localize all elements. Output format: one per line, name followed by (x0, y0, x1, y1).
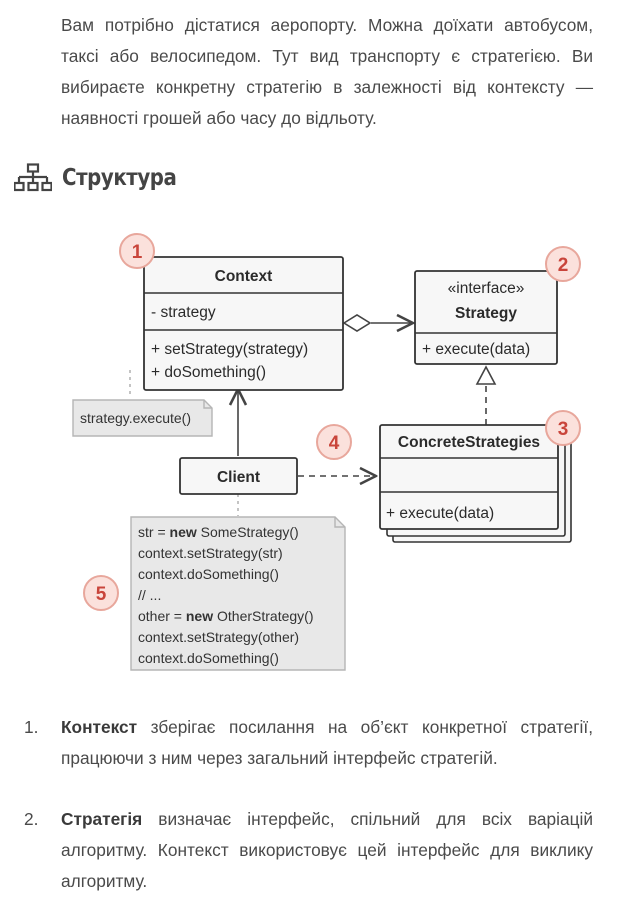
svg-text:2: 2 (558, 255, 569, 276)
intro-paragraph: Вам потрібно дістатися аеропорту. Можна … (61, 15, 593, 128)
badge-3: 3 (545, 410, 581, 446)
context-method-setstrategy: + setStrategy(strategy) (151, 341, 308, 358)
client-note: str = new SomeStrategy() context.setStra… (130, 516, 346, 671)
client-note-line-1: str = new SomeStrategy() (138, 524, 299, 540)
section-heading: Структура (14, 158, 195, 198)
strategy-method-execute: + execute(data) (422, 341, 530, 358)
svg-text:4: 4 (329, 433, 340, 454)
client-class: Client (179, 457, 298, 495)
badge-2: 2 (545, 246, 581, 282)
strategy-interface-name: Strategy (455, 305, 517, 322)
context-method-dosomething: + doSomething() (151, 364, 266, 381)
list-item-text: Контекст зберігає посилання на об’єкт ко… (61, 712, 593, 774)
strategy-interface: «interface» Strategy + execute(data) (414, 270, 558, 365)
concrete-strategies-class: ConcreteStrategies + execute(data) (379, 424, 572, 543)
structure-icon (14, 163, 52, 192)
realization-triangle (475, 365, 497, 385)
client-note-line-5: other = new OtherStrategy() (138, 608, 313, 624)
svg-text:5: 5 (96, 584, 107, 605)
list-item-description: зберігає посилання на об’єкт конкретної … (61, 717, 593, 768)
concrete-strategies-name: ConcreteStrategies (398, 434, 540, 451)
badge-4: 4 (316, 424, 352, 460)
section-title: Структура (62, 165, 177, 191)
list-item-text: Стратегія визначає інтерфейс, спільний д… (61, 804, 593, 897)
list-item-term: Контекст (61, 717, 138, 737)
concrete-method-execute: + execute(data) (386, 505, 494, 522)
badge-5: 5 (83, 575, 119, 611)
svg-text:1: 1 (132, 242, 143, 263)
list-item-term: Стратегія (61, 809, 143, 829)
client-class-name: Client (217, 469, 260, 486)
client-note-line-6: context.setStrategy(other) (138, 629, 299, 645)
context-note-text: strategy.execute() (80, 410, 191, 426)
aggregation-diamond (342, 314, 372, 332)
client-note-line-3: context.doSomething() (138, 566, 279, 582)
list-item-description: визначає інтерфейс, спільний для всіх ва… (61, 809, 593, 891)
context-field-strategy: - strategy (151, 304, 216, 321)
context-class-name: Context (215, 268, 273, 285)
badge-1: 1 (119, 233, 155, 269)
context-class: Context - strategy + setStrategy(strateg… (143, 256, 344, 391)
client-note-line-2: context.setStrategy(str) (138, 545, 283, 561)
strategy-stereotype: «interface» (448, 280, 525, 297)
client-note-line-4: // ... (138, 587, 161, 603)
structure-diagram: Context - strategy + setStrategy(strateg… (72, 233, 581, 671)
list-item-number: 2. (24, 809, 39, 829)
context-note: strategy.execute() (72, 399, 213, 437)
list-item-number: 1. (24, 717, 39, 737)
client-note-line-7: context.doSomething() (138, 650, 279, 666)
svg-text:3: 3 (558, 419, 569, 440)
connectors (129, 314, 497, 516)
